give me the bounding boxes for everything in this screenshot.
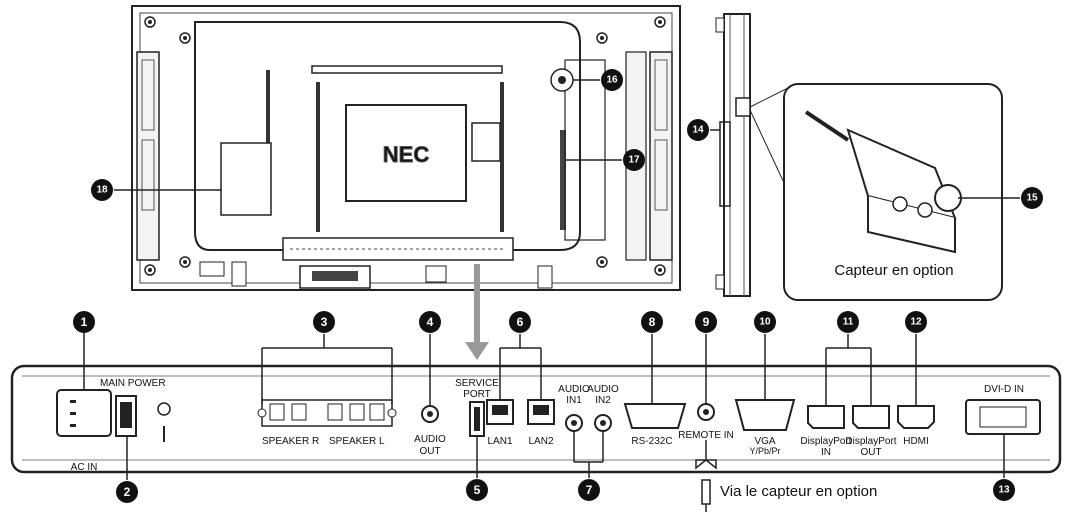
callout-3: 3 [313, 311, 335, 333]
hdmi-label: HDMI [903, 436, 929, 447]
callout-1: 1 [73, 311, 95, 333]
audio-out-label: AUDIO [414, 434, 446, 445]
lan1-label: LAN1 [487, 436, 512, 447]
callout-18: 18 [91, 179, 113, 201]
callout-14: 14 [687, 119, 709, 141]
callout-10: 10 [754, 311, 776, 333]
callout-4: 4 [419, 311, 441, 333]
connector-panel: MAIN POWER AC IN SPEAKER R SPEAKER L AUD… [10, 364, 1062, 474]
sensor-inset: Capteur en option [749, 83, 1003, 301]
svg-text:3: 3 [321, 315, 328, 329]
callout-7: 7 [578, 479, 600, 501]
sensor-caption: Capteur en option [834, 262, 953, 279]
callout-13: 13 [993, 479, 1015, 501]
speaker-l-label: SPEAKER L [329, 436, 385, 447]
hdmi-port [897, 405, 935, 429]
remote-in-label: REMOTE IN [678, 430, 734, 441]
callout-2: 2 [116, 481, 138, 503]
callout-15: 15 [1021, 187, 1043, 209]
zoom-arrow [465, 264, 489, 360]
svg-text:11: 11 [843, 317, 854, 328]
part-14 [719, 121, 731, 207]
svg-text:16: 16 [606, 75, 618, 86]
displayport-in-port [807, 405, 845, 429]
svg-text:9: 9 [703, 315, 710, 329]
svg-text:14: 14 [692, 125, 704, 136]
vga-sub-label: Y/Pb/Pr [749, 446, 780, 456]
audio-in2-sub-label: IN2 [595, 395, 611, 406]
callout-9: 9 [695, 311, 717, 333]
ac-in-socket [56, 389, 112, 437]
speaker-terminals [257, 399, 397, 427]
audio-in2-label: AUDIO [587, 384, 619, 395]
audio-out-sub-label: OUT [419, 446, 440, 457]
callout-6: 6 [509, 311, 531, 333]
callout-8: 8 [641, 311, 663, 333]
svg-text:2: 2 [124, 485, 131, 499]
audio-in1-label: AUDIO [558, 384, 590, 395]
sensor-slot-15 [735, 97, 751, 117]
callout-11: 11 [837, 311, 859, 333]
nec-logo: NEC [383, 142, 430, 167]
rs232c-label: RS-232C [631, 436, 672, 447]
svg-text:10: 10 [759, 317, 771, 328]
dp-in-label: IN [821, 447, 831, 458]
lan2-label: LAN2 [528, 436, 553, 447]
callout-16: 16 [601, 69, 623, 91]
slot-17 [560, 130, 566, 230]
ac-in-label: AC IN [71, 462, 98, 473]
svg-text:18: 18 [96, 185, 108, 196]
monitor-side-view [715, 13, 751, 297]
svg-text:17: 17 [628, 155, 640, 166]
displayport-in-label: DisplayPort [800, 436, 851, 447]
svg-text:8: 8 [649, 315, 656, 329]
sensor-cable: Via le capteur en option [695, 440, 877, 512]
sensor-via-caption: Via le capteur en option [720, 483, 877, 500]
main-power-label: MAIN POWER [100, 378, 166, 389]
svg-text:7: 7 [586, 483, 593, 497]
displayport-out-label: DisplayPort [845, 436, 896, 447]
dp-out-label: OUT [860, 447, 881, 458]
svg-text:13: 13 [998, 485, 1010, 496]
vga-port [734, 399, 796, 431]
rs232c-port [623, 403, 687, 429]
svg-text:12: 12 [910, 317, 922, 328]
port-label: PORT [463, 389, 491, 400]
monitor-rear-view: NEC [131, 5, 681, 291]
svg-text:15: 15 [1026, 193, 1038, 204]
callout-17: 17 [623, 149, 645, 171]
leader-lines [83, 79, 1020, 480]
displayport-out-port [852, 405, 890, 429]
svg-text:6: 6 [517, 315, 524, 329]
callout-5: 5 [466, 479, 488, 501]
svg-text:5: 5 [474, 483, 481, 497]
audio-in1-sub-label: IN1 [566, 395, 582, 406]
svg-text:1: 1 [81, 315, 88, 329]
vga-label: VGA [754, 436, 775, 447]
dvi-d-in-label: DVI-D IN [984, 384, 1024, 395]
optional-sensor-icon [804, 110, 962, 254]
service-label: SERVICE [455, 378, 499, 389]
callout-12: 12 [905, 311, 927, 333]
speaker-r-label: SPEAKER R [262, 436, 319, 447]
svg-text:4: 4 [427, 315, 434, 329]
label-area-18 [220, 142, 272, 216]
